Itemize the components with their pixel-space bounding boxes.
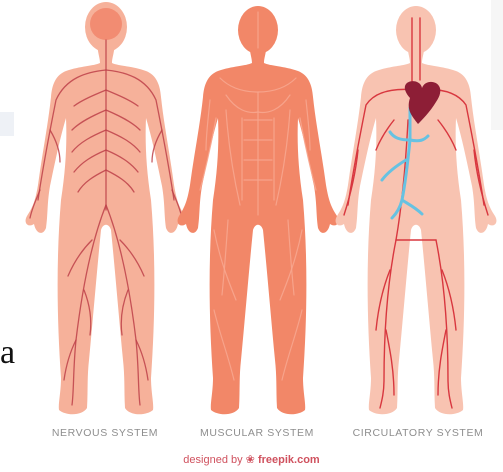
freepik-credit: designed by ❀ freepik.com (0, 453, 503, 466)
credit-brand: freepik.com (258, 454, 320, 466)
circulatory-system-figure (336, 6, 497, 414)
muscular-system-figure (178, 6, 339, 414)
nervous-system-figure (26, 2, 187, 414)
caption-muscular-system: MUSCULAR SYSTEM (182, 427, 332, 439)
circulatory-head (396, 6, 436, 54)
caption-circulatory-system: CIRCULATORY SYSTEM (338, 427, 498, 439)
caption-nervous-system: NERVOUS SYSTEM (30, 427, 180, 439)
brain (90, 8, 122, 40)
stray-letter: a (0, 336, 15, 370)
freepik-logo-icon: ❀ (246, 454, 255, 466)
credit-prefix: designed by (183, 454, 242, 466)
